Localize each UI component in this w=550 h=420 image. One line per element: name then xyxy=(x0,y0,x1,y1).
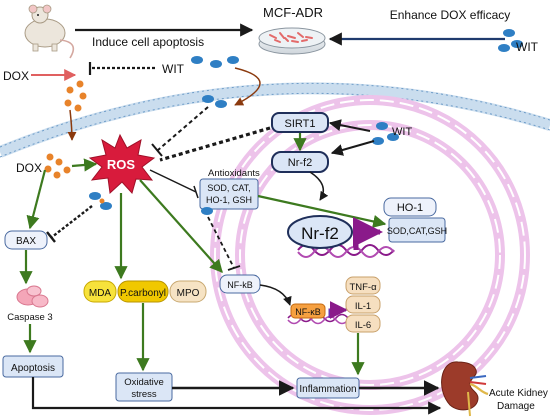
oxidative-line2: stress xyxy=(131,389,157,400)
antioxidants-title: Antioxidants xyxy=(208,168,260,179)
aki-line1: Acute Kidney xyxy=(489,388,548,399)
tnf-label: TNF-α xyxy=(349,282,377,293)
mcf-adr-label: MCF-ADR xyxy=(263,5,323,20)
induce-apoptosis-label: Induce cell apoptosis xyxy=(92,35,204,49)
caspase-label: Caspase 3 xyxy=(7,312,52,323)
nfkb-nuclear-label: NF-κB xyxy=(295,307,321,317)
nfkb-mid-box xyxy=(219,274,261,294)
wit-dots-top xyxy=(191,56,239,108)
nfkb-mid-label: NF-kB xyxy=(227,280,253,290)
tnf-box xyxy=(345,276,381,295)
petri-dish-icon xyxy=(258,27,326,55)
mpo-label: MPO xyxy=(177,288,200,299)
nrf2-big-label: Nr-f2 xyxy=(301,224,339,243)
nrf2-small-label: Nr-f2 xyxy=(288,157,312,169)
wit-dots-bax xyxy=(89,192,112,210)
oxidative-line1: Oxidative xyxy=(124,377,164,388)
sod-box xyxy=(388,217,446,243)
nfkb-nuclear-box xyxy=(290,303,326,319)
cell-membrane xyxy=(0,82,550,158)
antioxidants-line1: SOD, CAT, xyxy=(207,183,250,193)
sod-box-label: SOD,CAT,GSH xyxy=(387,226,447,236)
nrf2-box xyxy=(271,151,329,173)
wit-dots-top-right xyxy=(498,29,523,52)
wit-entry-arrow xyxy=(234,67,261,106)
kidney-icon xyxy=(441,361,489,417)
wit-left-label: WIT xyxy=(162,62,185,76)
mpo-box xyxy=(169,280,207,303)
apoptosis-label: Apoptosis xyxy=(11,363,55,374)
ho1-label: HO-1 xyxy=(397,202,423,214)
nucleus xyxy=(210,95,530,415)
mda-box xyxy=(83,280,117,303)
bax-label: BAX xyxy=(16,236,36,247)
il1-label: IL-1 xyxy=(355,301,371,312)
dox-entry-arrow xyxy=(67,109,77,141)
caspase-icon xyxy=(16,285,49,308)
dox-dots-left xyxy=(64,80,87,112)
ho1-box xyxy=(383,197,437,217)
inflammation-label: Inflammation xyxy=(299,384,356,395)
dox-left-label: DOX xyxy=(3,69,29,83)
enhance-dox-label: Enhance DOX efficacy xyxy=(390,8,511,22)
ros-label: ROS xyxy=(107,157,136,172)
ros-burst xyxy=(88,133,156,195)
pcarbonyl-label: P.carbonyl xyxy=(120,288,166,299)
bax-box xyxy=(4,230,48,250)
mda-label: MDA xyxy=(89,288,112,299)
wit-dots-mid xyxy=(372,122,399,145)
il6-box xyxy=(345,314,381,333)
antioxidants-box xyxy=(199,178,259,210)
wit-top-right-label: WIT xyxy=(516,40,539,54)
wit-mid-label: WIT xyxy=(392,126,412,138)
pcarbonyl-box xyxy=(117,280,169,303)
il1-box xyxy=(345,295,381,314)
mouse-icon xyxy=(24,4,75,59)
dox-mid-label: DOX xyxy=(16,161,42,175)
il6-label: IL-6 xyxy=(355,320,371,331)
sirt1-box xyxy=(271,112,329,133)
antioxidants-line2: HO-1, GSH xyxy=(206,195,252,205)
nrf2-big-ellipse xyxy=(287,215,353,249)
aki-line2: Damage xyxy=(497,401,535,412)
sirt1-label: SIRT1 xyxy=(285,118,316,130)
dox-dots-mid xyxy=(44,153,71,179)
wit-dots-nfkb xyxy=(201,207,213,215)
